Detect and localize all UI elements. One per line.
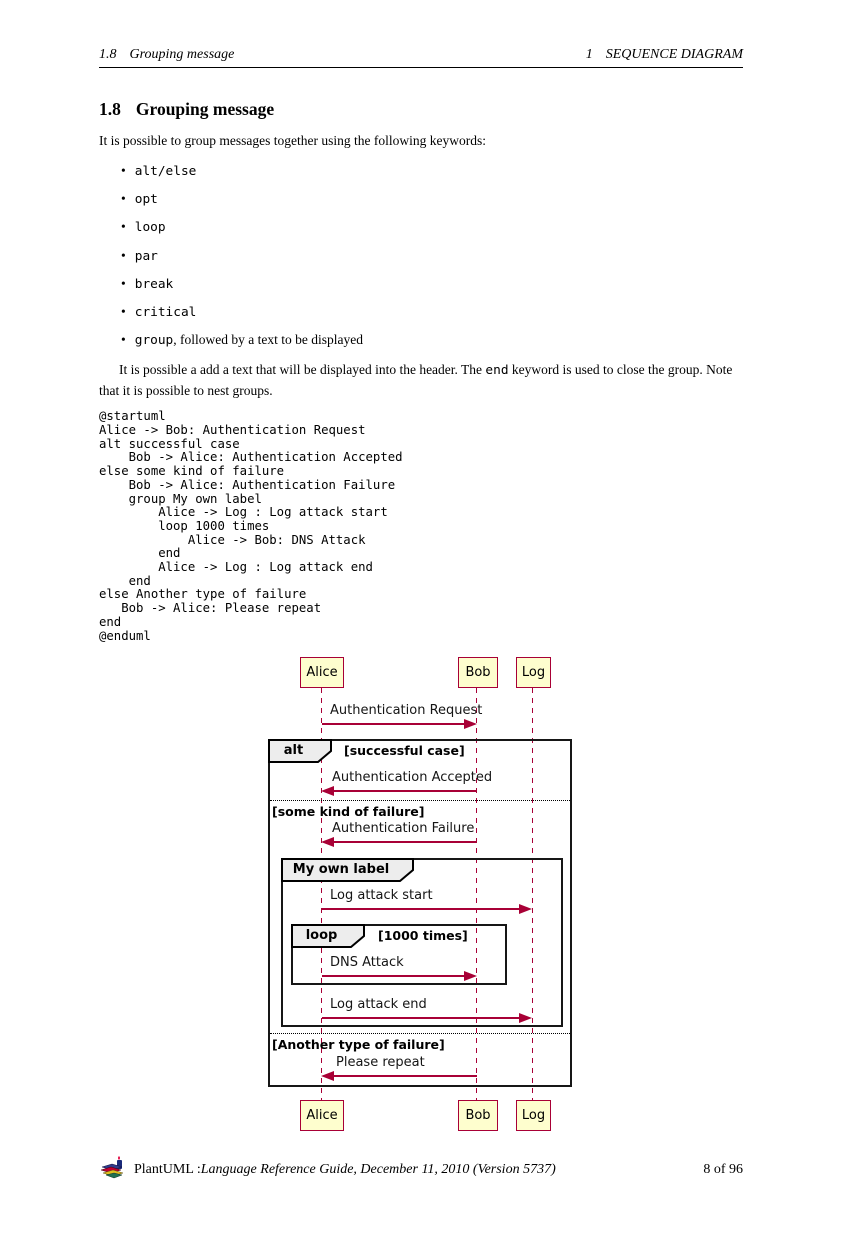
paragraph-text: It is possible a add a text that will be… (119, 362, 486, 378)
running-head-left-text: Grouping message (129, 47, 235, 62)
lifeline-log (532, 688, 533, 1100)
frame-pentagon-shape (291, 924, 365, 948)
message-arrow-line (334, 1075, 477, 1077)
list-item: par (121, 248, 843, 264)
arrowhead-right-icon (464, 719, 477, 729)
running-head-right-number: 1 (585, 47, 593, 62)
frame-pentagon-shape (268, 739, 332, 763)
alt-frame (268, 739, 572, 1087)
running-head: 1.8 Grouping message 1 SEQUENCE DIAGRAM (99, 47, 743, 68)
message-label: Authentication Accepted (332, 770, 493, 785)
message-arrow-line (322, 975, 465, 977)
participant-box-log-bottom: Log (516, 1100, 551, 1131)
keyword-code: opt (134, 192, 158, 208)
arrowhead-right-icon (519, 904, 532, 914)
footer-brand: PlantUML : (134, 1162, 201, 1177)
group-frame-label: My own label (281, 858, 414, 882)
message-label: Log attack end (330, 997, 427, 1012)
participant-box-log-top: Log (516, 657, 551, 688)
frame-condition: [1000 times] (378, 928, 468, 943)
arrowhead-left-icon (321, 786, 334, 796)
keyword-code: par (134, 248, 158, 264)
section-title-text: Grouping message (135, 99, 275, 119)
intro-paragraph: It is possible to group messages togethe… (99, 133, 486, 148)
message-label: Log attack start (330, 888, 433, 903)
keyword-code: group (134, 333, 174, 349)
frame-keyword: alt (283, 742, 304, 758)
frame-keyword: My own label (292, 861, 390, 877)
arrowhead-right-icon (519, 1013, 532, 1023)
participant-box-bob-bottom: Bob (458, 1100, 498, 1131)
keyword-list: alt/else opt loop par break critical gro… (0, 163, 843, 348)
message-arrow-line (322, 1017, 520, 1019)
alt-divider (270, 800, 570, 801)
running-head-right-text: SEQUENCE DIAGRAM (605, 47, 743, 62)
message-arrow-line (334, 841, 477, 843)
message-arrow-line (322, 908, 520, 910)
page-number: 8 of 96 (703, 1162, 743, 1177)
arrowhead-left-icon (321, 837, 334, 847)
divider-label: [Another type of failure] (272, 1037, 445, 1052)
keyword-suffix: , followed by a text to be displayed (173, 332, 363, 348)
arrowhead-right-icon (464, 971, 477, 981)
footer-doc-title: Language Reference Guide, December 11, 2… (200, 1162, 556, 1177)
alt-divider (270, 1033, 570, 1034)
message-label: Authentication Request (330, 703, 483, 718)
keyword-code: critical (134, 304, 197, 320)
list-item: loop (121, 219, 843, 235)
alt-frame-label: alt (268, 739, 332, 763)
running-head-left: 1.8 Grouping message (99, 47, 234, 63)
section-number: 1.8 (99, 99, 121, 119)
list-item: critical (121, 304, 843, 320)
section-title: 1.8 Grouping message (99, 99, 743, 120)
arrowhead-left-icon (321, 1071, 334, 1081)
list-item: break (121, 276, 843, 292)
message-label: Please repeat (336, 1055, 425, 1070)
frame-condition: [successful case] (344, 743, 465, 758)
running-head-left-number: 1.8 (99, 47, 117, 62)
body-paragraph: It is possible a add a text that will be… (99, 360, 747, 401)
plantuml-logo-icon (100, 1156, 124, 1179)
running-head-right: 1 SEQUENCE DIAGRAM (586, 47, 743, 63)
loop-frame-label: loop (291, 924, 365, 948)
list-item: alt/else (121, 163, 843, 179)
plantuml-source-code: @startuml Alice -> Bob: Authentication R… (99, 409, 403, 643)
message-label: Authentication Failure (332, 821, 475, 836)
keyword-code: break (134, 276, 174, 292)
list-item: group, followed by a text to be displaye… (121, 332, 843, 348)
paragraph-text: keyword is used to close the group. Note… (99, 362, 733, 399)
lifeline-alice (321, 688, 322, 1100)
lifeline-bob (476, 688, 477, 1100)
keyword-code: loop (134, 220, 166, 236)
participant-box-bob-top: Bob (458, 657, 498, 688)
message-arrow-line (322, 723, 465, 725)
message-label: DNS Attack (330, 955, 404, 970)
message-arrow-line (334, 790, 477, 792)
participant-box-alice-top: Alice (300, 657, 344, 688)
list-item: opt (121, 191, 843, 207)
inline-code-end: end (485, 363, 509, 379)
page-footer: PlantUML : Language Reference Guide, Dec… (99, 1156, 743, 1181)
keyword-code: alt/else (134, 164, 197, 179)
frame-keyword: loop (305, 927, 338, 943)
participant-box-alice-bottom: Alice (300, 1100, 344, 1131)
group-frame-my-own-label (281, 858, 563, 1027)
loop-frame (291, 924, 507, 985)
divider-label: [some kind of failure] (272, 804, 425, 819)
frame-pentagon-shape (281, 858, 414, 882)
